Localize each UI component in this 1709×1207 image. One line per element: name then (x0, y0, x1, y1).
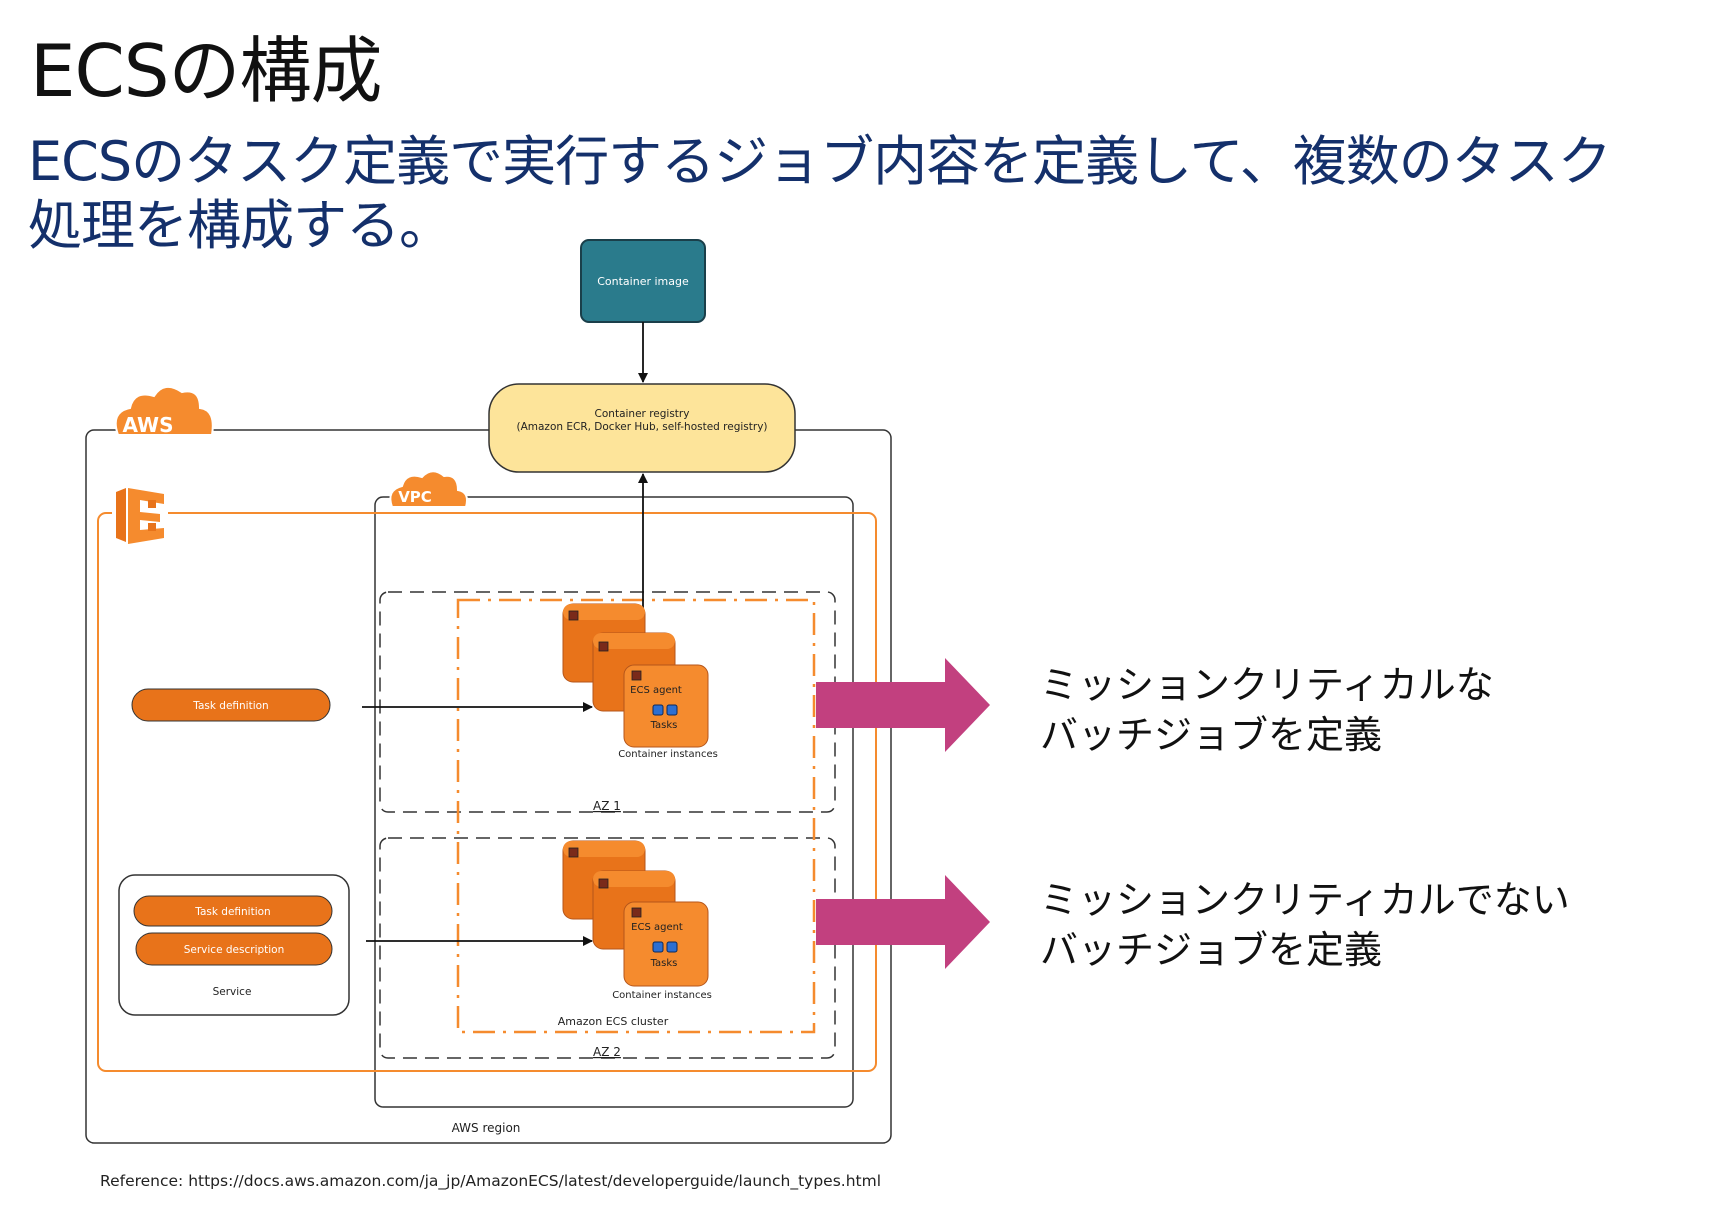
callout-2-line1: ミッションクリティカルでない (1040, 878, 1570, 922)
container-registry-box (488, 383, 796, 473)
aws-badge-label: AWS (122, 413, 173, 437)
task-definition-pill-2 (133, 895, 333, 927)
ecs-boundary (97, 512, 877, 1072)
aws-cloud-icon: AWS (114, 385, 214, 437)
registry-label-line2: (Amazon ECR, Docker Hub, self-hosted reg… (516, 421, 767, 433)
ecs-agent-label-1: ECS agent (630, 685, 682, 696)
task-definition-pill-1 (131, 688, 331, 722)
callout-arrow-1 (816, 658, 990, 752)
task-icon (652, 704, 678, 716)
task-icon (652, 941, 678, 953)
slide-title: ECSの構成 (30, 29, 382, 113)
container-instances-label-2: Container instances (612, 990, 712, 1001)
vpc-cloud-icon: VPC (389, 470, 468, 508)
az1-label: AZ 1 (593, 799, 621, 813)
task-definition-label-1: Task definition (192, 700, 268, 712)
tasks-label-1: Tasks (650, 720, 678, 731)
container-instances-label-1: Container instances (618, 749, 718, 760)
ecs-cluster-label: Amazon ECS cluster (558, 1015, 669, 1028)
ecs-agent-label-2: ECS agent (631, 922, 683, 933)
service-description-label: Service description (184, 944, 285, 956)
callout-mission-critical: ミッションクリティカルな バッチジョブを定義 (1040, 660, 1494, 760)
callout-non-mission-critical: ミッションクリティカルでない バッチジョブを定義 (1040, 875, 1570, 975)
service-description-pill (135, 932, 333, 966)
callout-1-line1: ミッションクリティカルな (1040, 663, 1494, 707)
az2-label: AZ 2 (593, 1045, 621, 1059)
tasks-label-2: Tasks (650, 958, 678, 969)
container-image-label: Container image (597, 275, 689, 288)
callout-arrow-2 (816, 875, 990, 969)
ecs-cluster-box (456, 598, 816, 1034)
registry-label-line1: Container registry (595, 408, 690, 420)
callout-2-line2: バッチジョブを定義 (1040, 928, 1383, 972)
vpc-box (374, 496, 854, 1108)
container-instance-icon (562, 603, 709, 748)
service-label: Service (213, 986, 252, 998)
vpc-badge-label: VPC (398, 488, 432, 506)
container-instance-icon (562, 840, 709, 987)
slide-subtitle: ECSのタスク定義で実行するジョブ内容を定義して、複数のタスク処理を構成する。 (28, 130, 1612, 257)
ecs-service-icon (112, 488, 168, 544)
reference-link[interactable]: Reference: https://docs.aws.amazon.com/j… (100, 1172, 882, 1190)
az2-box (379, 837, 836, 1059)
aws-region-label: AWS region (452, 1121, 521, 1135)
callout-1-line2: バッチジョブを定義 (1040, 713, 1383, 757)
aws-region-box (85, 429, 892, 1144)
task-definition-label-2: Task definition (194, 906, 270, 918)
